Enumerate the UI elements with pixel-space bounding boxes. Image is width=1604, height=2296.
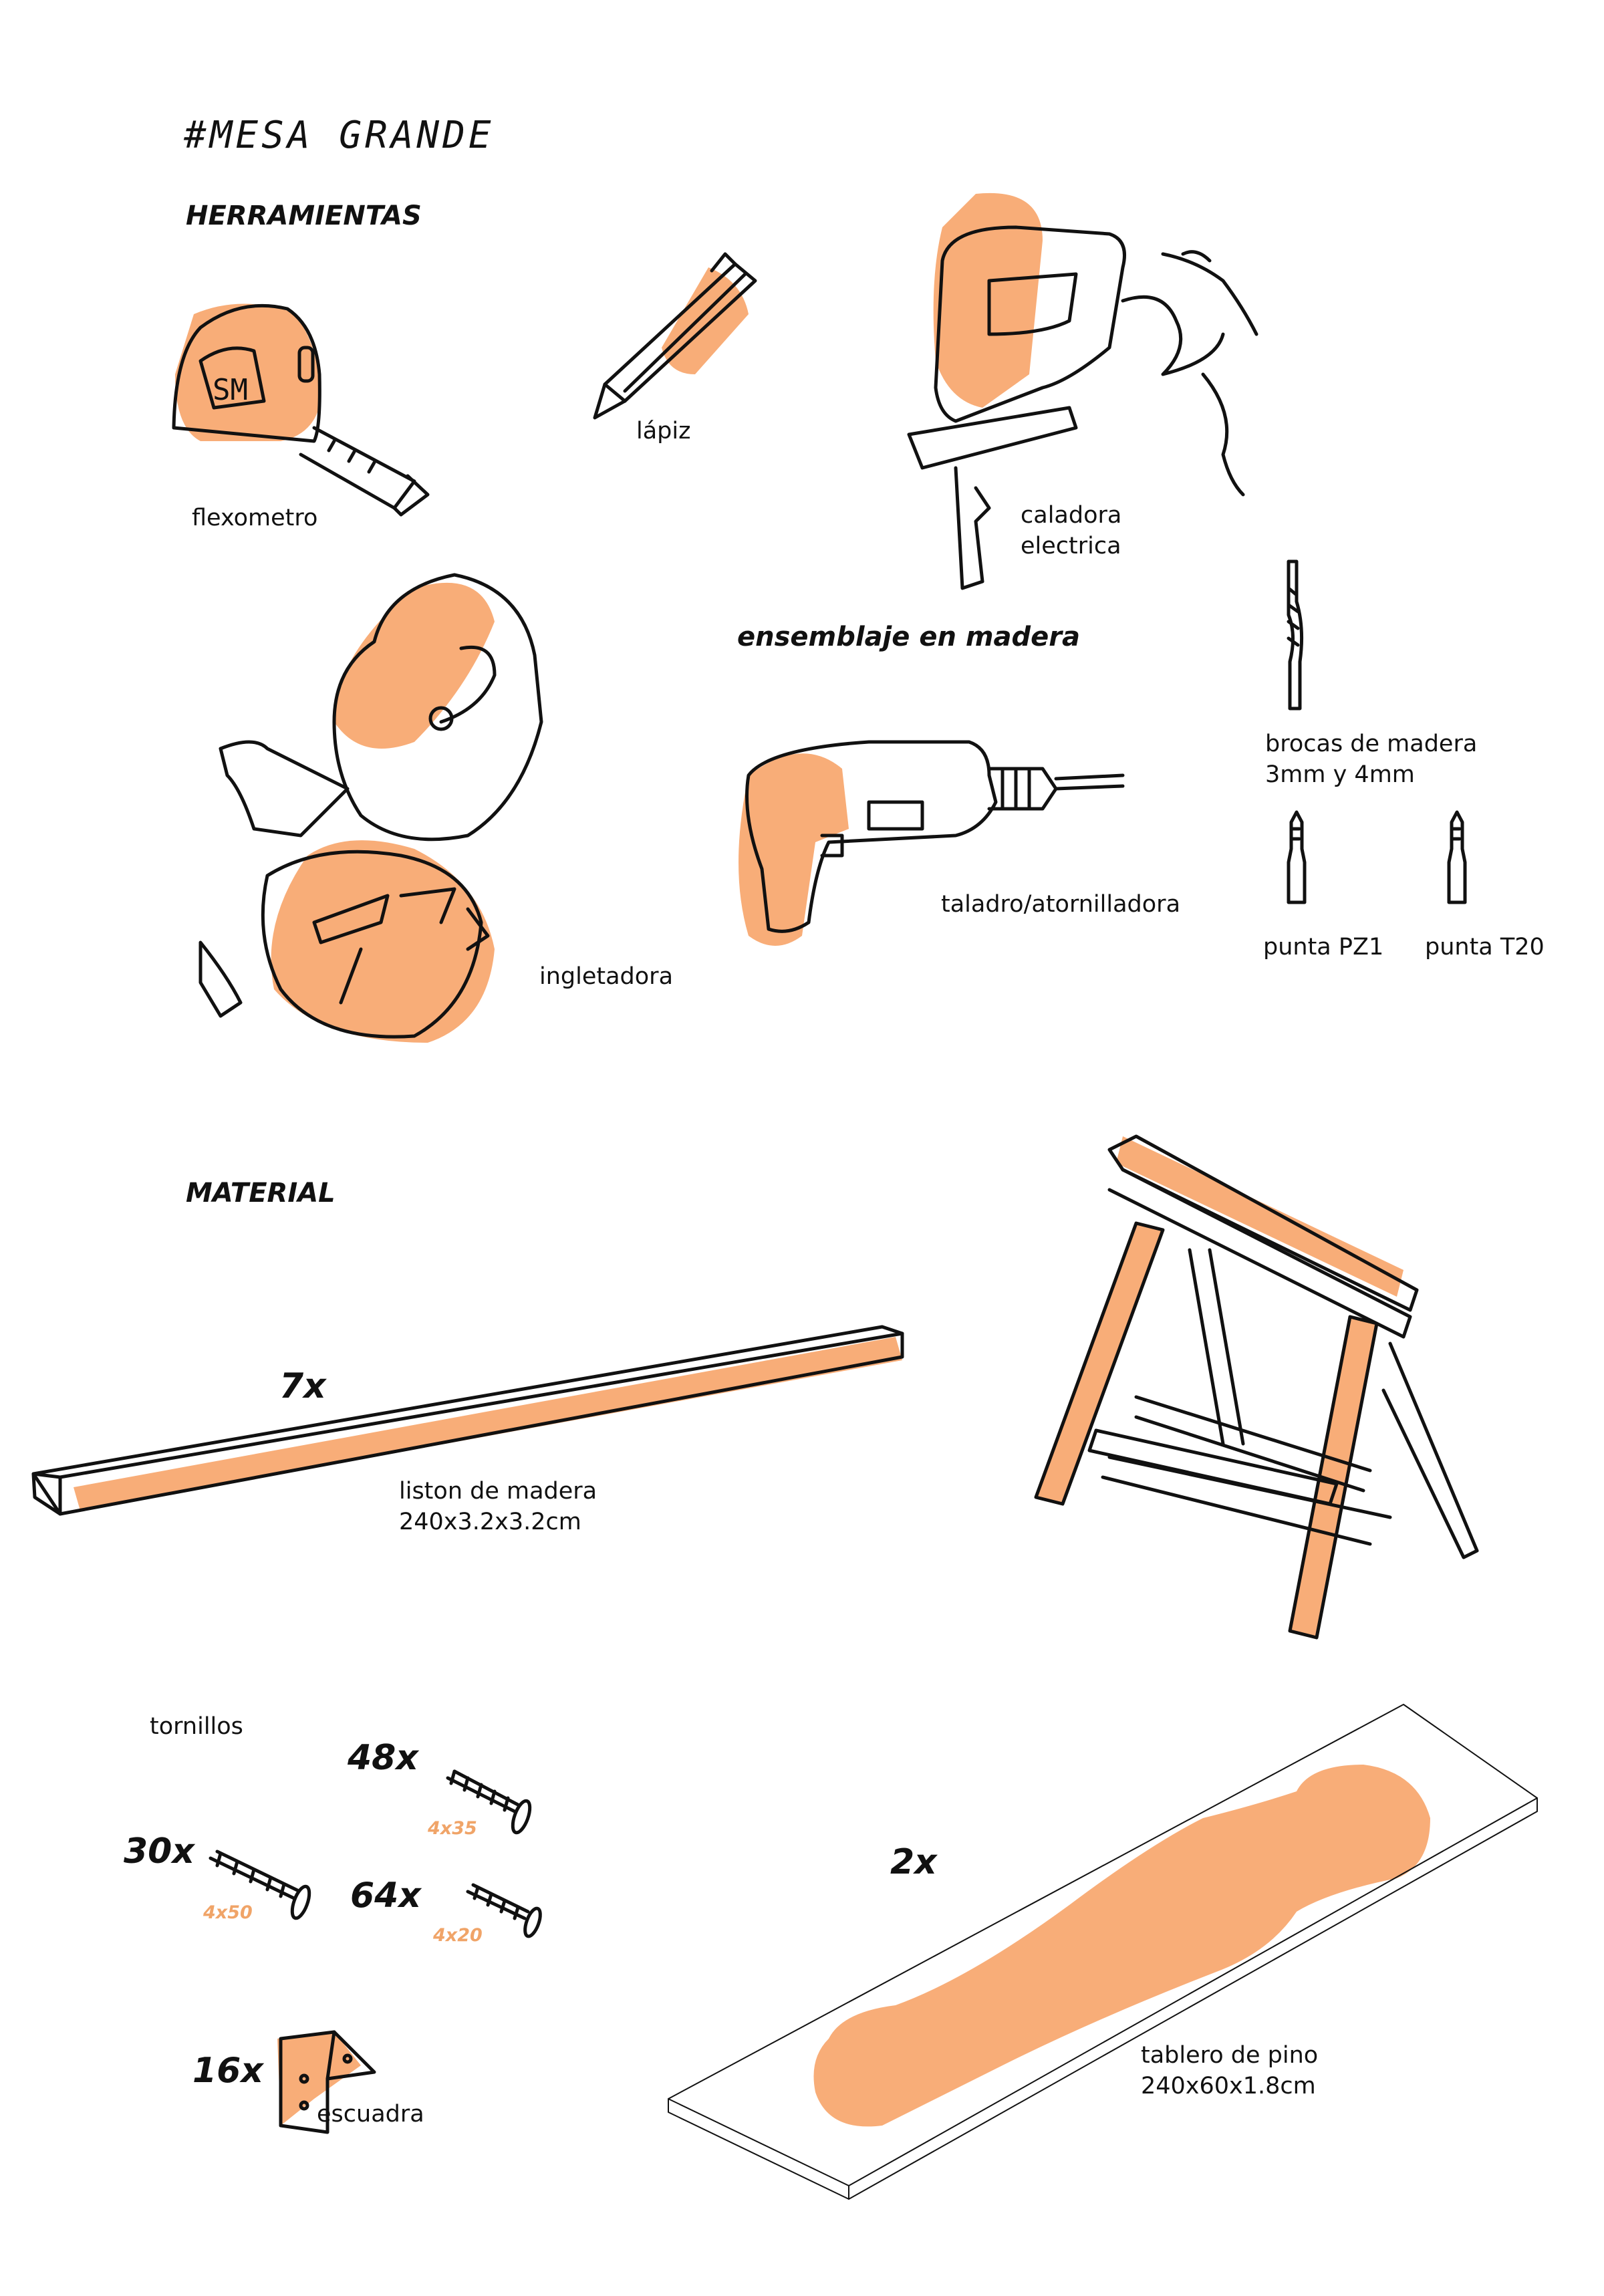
tablero-label-line1: tablero de pino [1141,2042,1319,2069]
screw-icon [209,1849,311,1920]
miter-saw-icon [198,573,543,1043]
brocas-label-line1: brocas de madera [1265,731,1478,757]
screwdriver-bit-icon [1287,810,1307,904]
section-tools-heading: HERRAMIENTAS [186,201,422,231]
brocas-label: brocas de madera 3mm y 4mm [1265,729,1477,790]
sawhorse-icon [1034,1134,1479,1640]
screw-qty-48: 48x [348,1738,418,1778]
screw-icon [446,1769,532,1835]
tornillos-label: tornillos [150,1713,243,1740]
escuadra-label: escuadra [317,2101,424,2128]
tape-measure-icon: SM [172,303,430,517]
liston-label-line1: liston de madera [399,1478,597,1505]
liston-qty: 7x [279,1366,326,1406]
tablero-qty: 2x [890,1842,937,1882]
screw-spec-4x35: 4x35 [428,1818,477,1839]
wood-plank-icon [31,1325,904,1516]
section-material-heading: MATERIAL [186,1178,336,1208]
escuadra-qty: 16x [192,2051,263,2091]
caladora-label: caladora electrica [1021,500,1121,561]
screw-qty-64: 64x [350,1876,421,1916]
corner-bracket-icon [277,2030,376,2134]
flexometro-label: flexometro [192,505,318,531]
pencil-icon [593,252,757,420]
screw-spec-4x20: 4x20 [433,1925,483,1946]
svg-text:SM: SM [213,373,248,407]
page-title: #MESA GRANDE [184,114,495,157]
pine-board-icon [668,1704,1538,2200]
ingletadora-label: ingletadora [539,963,674,990]
screw-spec-4x50: 4x50 [203,1902,253,1923]
drill-icon [739,740,1125,946]
punta-pz1-label: punta PZ1 [1263,934,1384,961]
punta-t20-label: punta T20 [1425,934,1545,961]
ensemblaje-heading: ensemblaje en madera [737,622,1081,652]
taladro-label: taladro/atornilladora [941,891,1181,918]
liston-label: liston de madera 240x3.2x3.2cm [399,1476,597,1537]
tablero-label: tablero de pino 240x60x1.8cm [1141,2040,1318,2101]
brocas-label-line2: 3mm y 4mm [1265,761,1415,788]
screwdriver-bit-icon [1447,810,1467,904]
screw-qty-30: 30x [124,1831,194,1872]
lapiz-label: lápiz [636,418,691,444]
screw-icon [466,1883,542,1938]
drill-bit-icon [1287,559,1304,711]
liston-label-line2: 240x3.2x3.2cm [399,1509,581,1535]
jigsaw-icon [907,193,1258,590]
caladora-label-line2: electrica [1021,533,1121,559]
tablero-label-line2: 240x60x1.8cm [1141,2073,1316,2099]
caladora-label-line1: caladora [1021,502,1122,529]
